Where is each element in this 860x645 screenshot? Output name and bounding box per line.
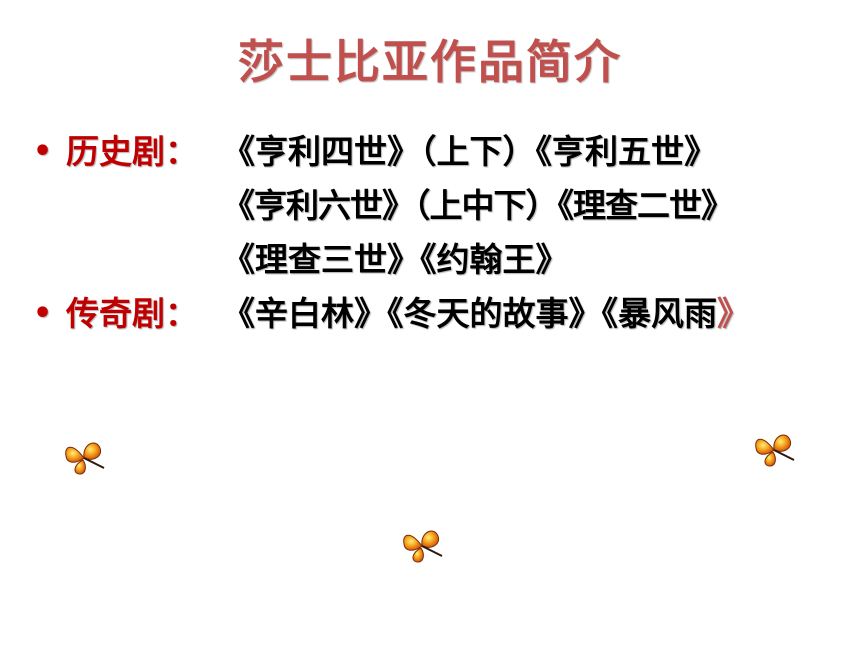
romance-works-text: 《辛白林》《冬天的故事》《暴风雨 — [222, 294, 717, 333]
romance-closing-mark: 》 — [717, 294, 750, 333]
bullet: • — [33, 296, 53, 331]
history-works-line-1: 《亨利四世》（上下）《亨利五世》 — [222, 132, 717, 171]
slide-title: 莎士比亚作品简介 — [238, 35, 622, 89]
bullet: • — [33, 134, 53, 169]
history-label: 历史剧： — [66, 132, 198, 171]
butterfly-icon — [755, 434, 795, 467]
history-works-line-2: 《亨利六世》（上中下）《理查二世》 — [222, 186, 734, 225]
history-works-line-3: 《理查三世》《约翰王》 — [222, 240, 569, 279]
romance-label: 传奇剧： — [66, 294, 198, 333]
butterfly-icon — [65, 442, 105, 475]
butterfly-icon — [403, 530, 443, 563]
romance-works: 《辛白林》《冬天的故事》《暴风雨》 — [222, 292, 750, 336]
